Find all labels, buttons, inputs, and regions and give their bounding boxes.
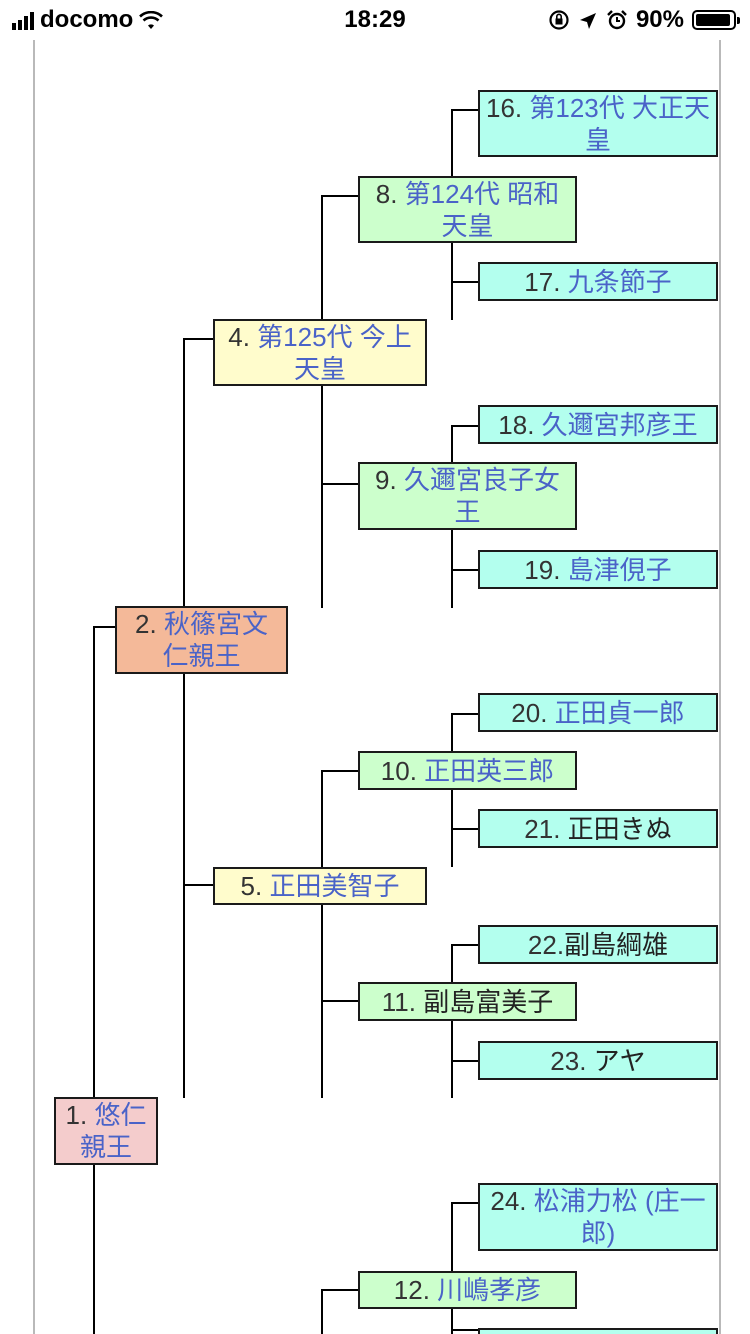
person-box-17: 17. 九条節子 xyxy=(478,262,718,301)
signal-strength-icon xyxy=(12,10,34,30)
clock: 18:29 xyxy=(344,6,406,33)
wifi-icon xyxy=(139,10,164,30)
person-box-18: 18. 久邇宮邦彦王 xyxy=(478,405,718,444)
person-link[interactable]: 正田英三郎 xyxy=(424,755,555,786)
person-box-2: 2. 秋篠宮文仁親王 xyxy=(115,606,288,674)
page-border-left xyxy=(33,40,35,1334)
person-link[interactable]: 正田貞一郎 xyxy=(554,697,685,728)
person-link[interactable]: 悠仁親王 xyxy=(79,1100,147,1162)
person-link[interactable]: 島津俔子 xyxy=(567,554,672,585)
person-link[interactable]: 正田美智子 xyxy=(269,871,400,901)
person-box-22: 22.副島綱雄 xyxy=(478,925,718,964)
battery-percentage: 90% xyxy=(635,6,684,33)
person-link[interactable]: 第123代 大正天皇 xyxy=(529,92,710,155)
battery-icon xyxy=(692,10,740,30)
person-link[interactable]: 松浦力松 (庄一郎) xyxy=(533,1186,706,1248)
person-link[interactable]: 久邇宮邦彦王 xyxy=(541,409,698,440)
person-box-5: 5. 正田美智子 xyxy=(213,867,427,905)
person-box-10: 10. 正田英三郎 xyxy=(358,751,577,790)
person-box-21: 21. 正田きぬ xyxy=(478,809,718,848)
person-link[interactable]: 第125代 今上天皇 xyxy=(257,321,412,384)
person-box-8: 8. 第124代 昭和天皇 xyxy=(358,176,577,243)
person-link[interactable]: 川嶋孝彦 xyxy=(437,1275,542,1305)
carrier-name: docomo xyxy=(40,6,134,33)
person-box-4: 4. 第125代 今上天皇 xyxy=(213,319,427,386)
person-link[interactable]: 秋篠宮文仁親王 xyxy=(162,609,268,671)
person-entry: 1. 悠仁親王 xyxy=(65,1100,147,1162)
person-link[interactable]: 久邇宮良子女王 xyxy=(403,465,560,527)
person-box-12: 12. 川嶋孝彦 xyxy=(358,1271,577,1309)
person-name: アヤ xyxy=(593,1045,646,1076)
status-bar: docomo 18:29 90% xyxy=(0,0,750,40)
person-box-1: 1. 悠仁親王 xyxy=(54,1097,158,1165)
person-box-16: 16. 第123代 大正天皇 xyxy=(478,90,718,157)
person-link[interactable]: 第124代 昭和天皇 xyxy=(404,178,560,241)
person-box-19: 19. 島津俔子 xyxy=(478,550,718,589)
person-box-24: 24. 松浦力松 (庄一郎) xyxy=(478,1183,718,1251)
person-box-23: 23. アヤ xyxy=(478,1041,718,1080)
person-box-9: 9. 久邇宮良子女王 xyxy=(358,462,577,530)
location-icon xyxy=(578,10,598,30)
person-name: 正田きぬ xyxy=(567,813,672,844)
alarm-icon xyxy=(606,9,628,31)
person-name: 副島富美子 xyxy=(423,986,554,1017)
page-border-right xyxy=(719,40,721,1334)
person-box-20: 20. 正田貞一郎 xyxy=(478,693,718,732)
person-name: 副島綱雄 xyxy=(564,929,669,960)
person-link[interactable]: 九条節子 xyxy=(567,266,672,297)
person-box-11: 11. 副島富美子 xyxy=(358,982,577,1021)
rotation-lock-icon xyxy=(548,9,570,31)
person-box-25-partial xyxy=(478,1328,718,1334)
